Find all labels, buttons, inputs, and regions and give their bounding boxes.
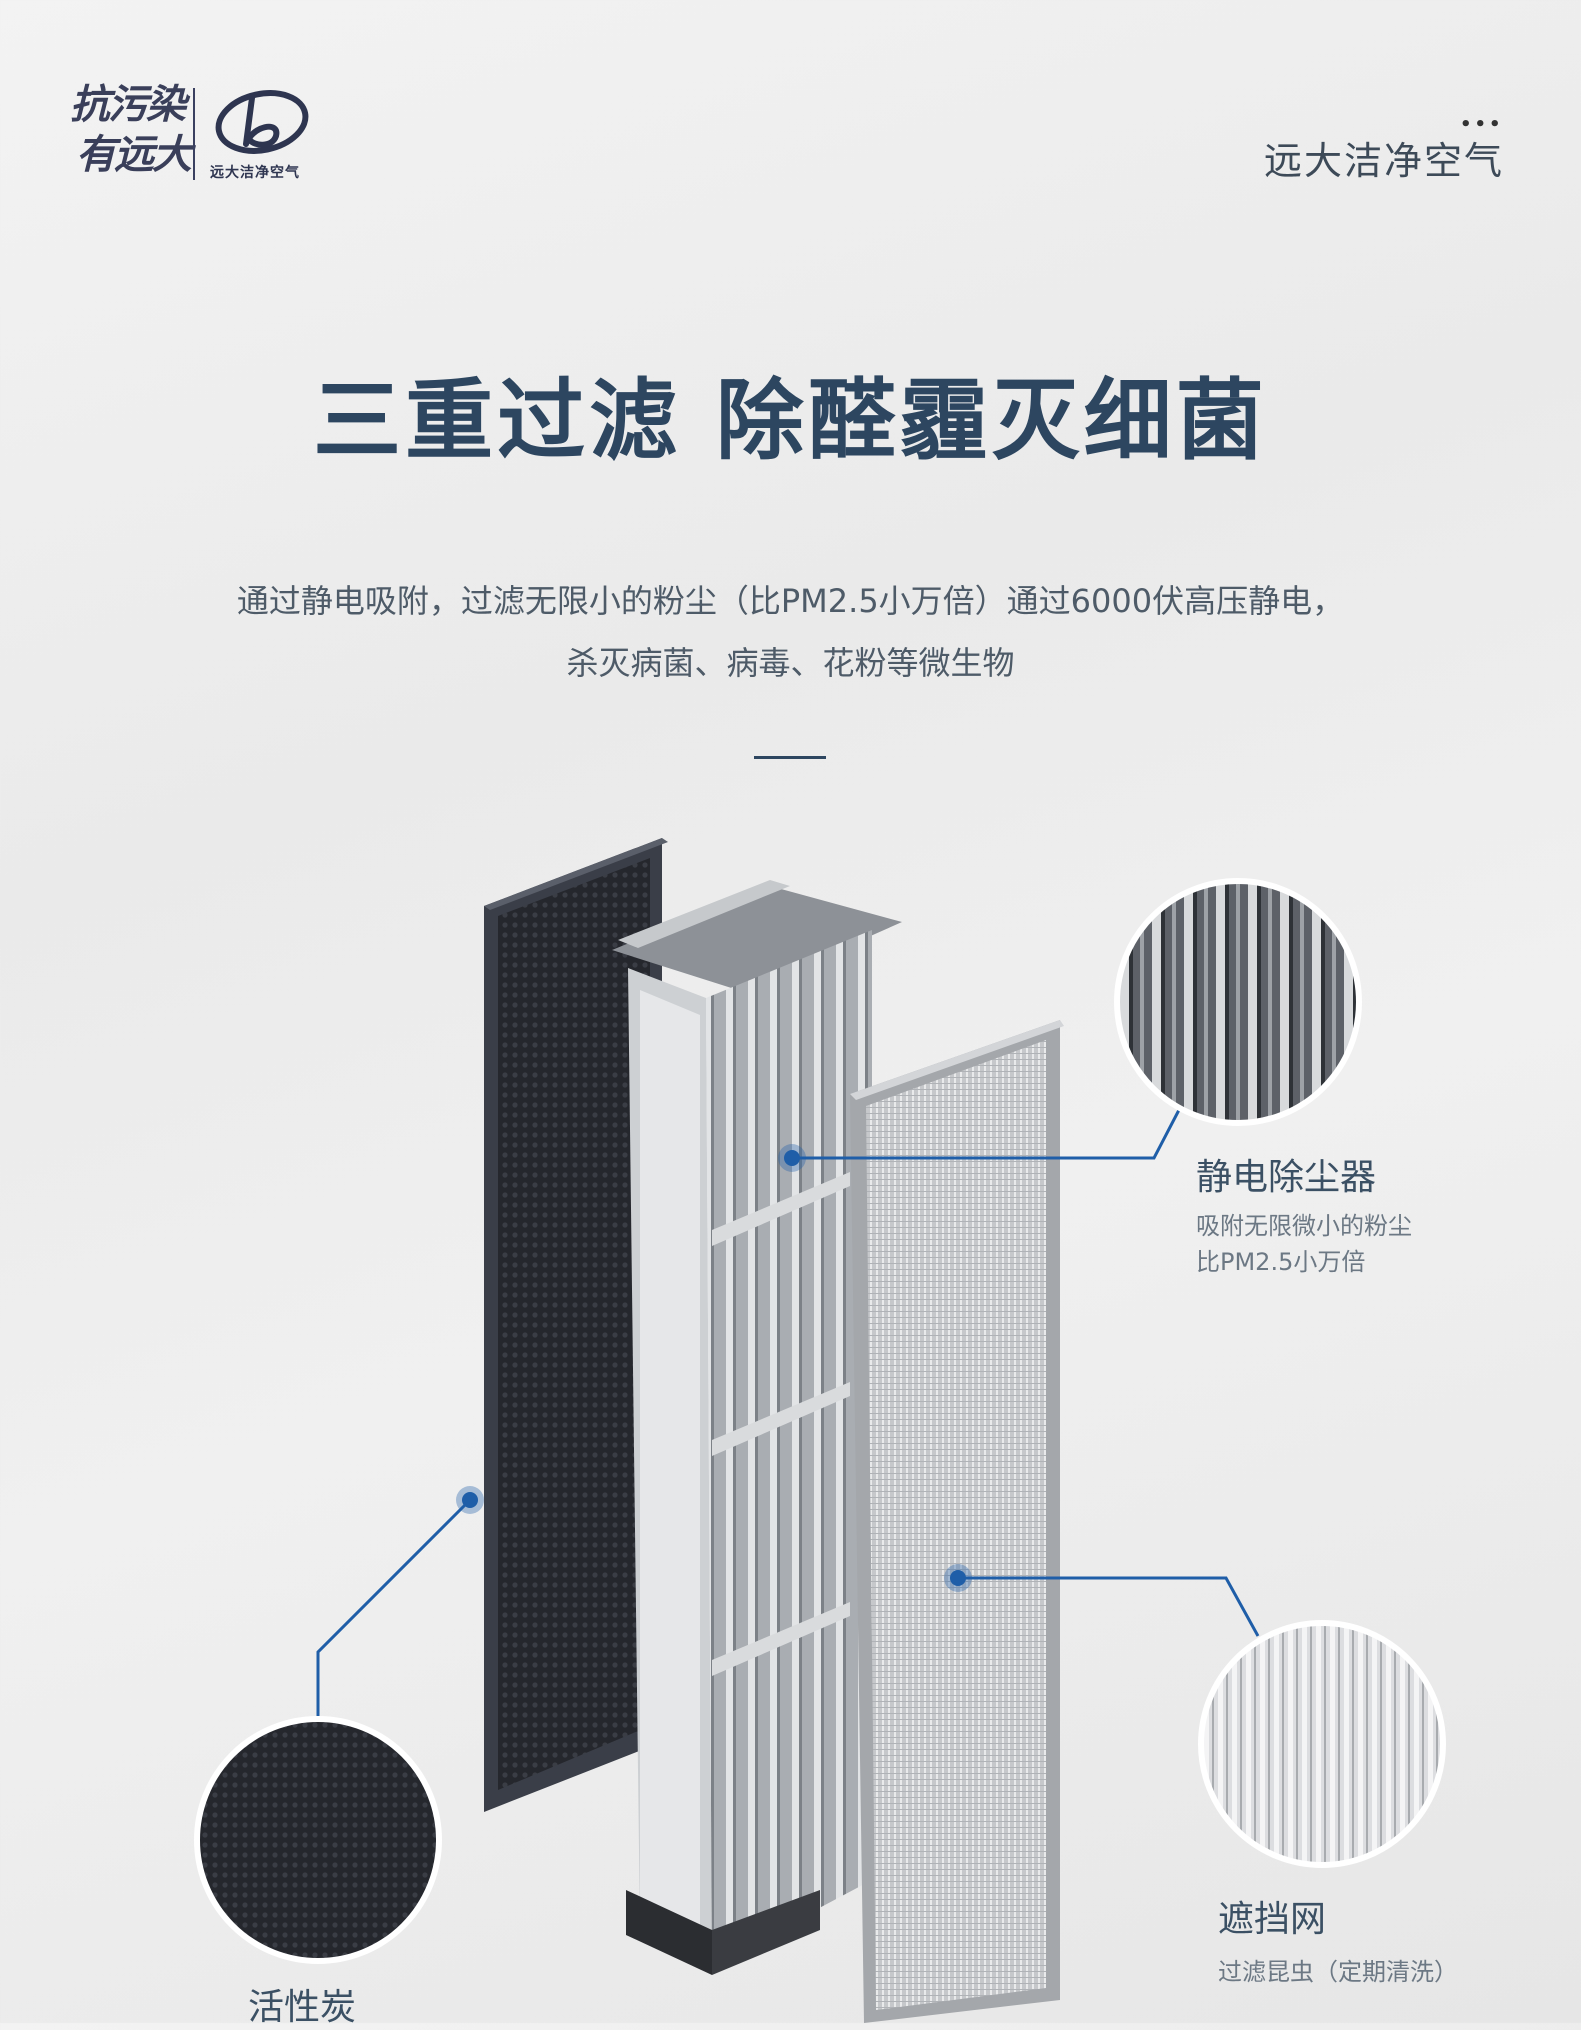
brand-text: 远大洁净空气: [1264, 139, 1505, 183]
slogan-line-1: 抗污染: [70, 81, 186, 128]
callout-electrostatic-sub-2: 比PM2.5小万倍: [1196, 1248, 1366, 1276]
carbon-filter-panel: [484, 838, 668, 1812]
carbon-zoom-circle: [194, 1716, 442, 1964]
mesh-screen-panel: [850, 1020, 1064, 2023]
slogan-line-2: 有远大: [76, 131, 192, 178]
callout-electrostatic-sub-1: 吸附无限微小的粉尘: [1196, 1212, 1412, 1240]
mesh-zoom-circle: [1198, 1620, 1446, 1868]
description: 通过静电吸附，过滤无限小的粉尘（比PM2.5小万倍）通过6000伏高压静电， 杀…: [0, 570, 1581, 694]
electrostatic-zoom-circle: [1114, 878, 1362, 1126]
brand-logo-icon: [215, 90, 309, 154]
logo-name: 远大洁净空气: [210, 165, 300, 181]
page-title: 三重过滤 除醛霾灭细菌: [313, 369, 1268, 472]
callout-dots: [456, 1144, 972, 1592]
slogan-logo: 抗污染 有远大: [70, 80, 192, 180]
callout-electrostatic-title: 静电除尘器: [1196, 1157, 1377, 1198]
section-divider: [754, 756, 826, 759]
callout-electrostatic: 静电除尘器 吸附无限微小的粉尘 比PM2.5小万倍: [1196, 1148, 1412, 1280]
electrostatic-collector: [612, 880, 902, 1975]
callout-carbon-title: 活性炭: [248, 1987, 357, 2028]
callout-electrostatic-sub: 吸附无限微小的粉尘 比PM2.5小万倍: [1196, 1208, 1412, 1280]
description-line-1: 通过静电吸附，过滤无限小的粉尘（比PM2.5小万倍）通过6000伏高压静电，: [236, 582, 1345, 620]
callout-mesh-sub: 过滤昆虫（定期清洗）: [1218, 1958, 1458, 1986]
description-line-2: 杀灭病菌、病毒、花粉等微生物: [566, 644, 1015, 682]
callout-mesh: 遮挡网 过滤昆虫（定期清洗）: [1218, 1890, 1458, 1990]
logo-divider: [193, 88, 195, 180]
callout-mesh-title: 遮挡网: [1218, 1899, 1327, 1940]
callout-lines: [316, 1107, 1260, 1716]
more-dots-icon[interactable]: •••: [1460, 114, 1504, 135]
callout-carbon: 活性炭: [248, 1978, 356, 2030]
